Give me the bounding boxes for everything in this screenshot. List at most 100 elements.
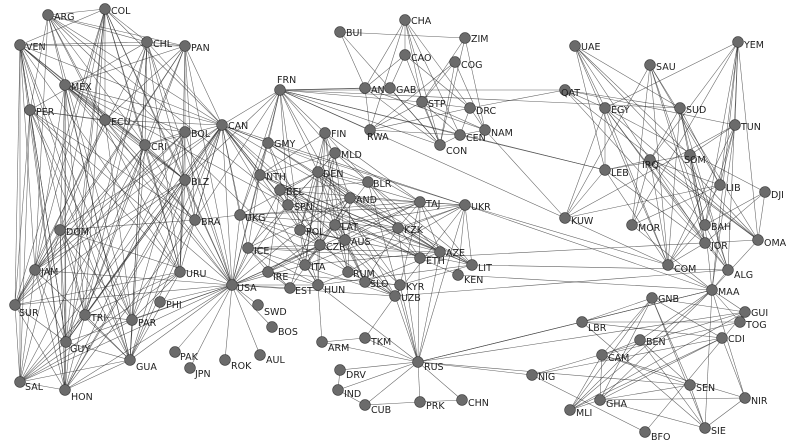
- edge-lit-kyr: [399, 264, 473, 286]
- edge-arg-per: [29, 14, 49, 111]
- edge-kuw-com: [564, 217, 669, 266]
- node-marker: [414, 396, 426, 408]
- edge-usa-chl: [146, 41, 233, 286]
- edge-maa-gui: [711, 289, 746, 313]
- edge-dom-par: [59, 229, 133, 321]
- edge-usa-jpn: [189, 284, 233, 369]
- edge-gnb-gui: [651, 297, 746, 313]
- node-label: DRC: [476, 106, 496, 117]
- edge-pan-cri: [144, 45, 186, 146]
- node-label: CZR: [326, 242, 346, 253]
- node-label: KEN: [464, 275, 483, 286]
- node-label: TAJ: [425, 199, 440, 210]
- node-label: QAT: [561, 88, 580, 99]
- edge-frn-uzb: [279, 89, 396, 297]
- node-cub: CUB: [359, 399, 391, 416]
- node-label: COG: [461, 60, 482, 71]
- node-marker: [184, 362, 196, 374]
- edge-usa-per: [29, 109, 233, 286]
- node-marker: [644, 59, 656, 71]
- edge-arg-jam: [34, 14, 49, 271]
- node-gab: GAB: [384, 82, 416, 96]
- edge-ben-sie: [639, 339, 706, 429]
- edge-nir-sie: [704, 397, 746, 429]
- node-ang: ANG: [359, 82, 392, 96]
- edge-frn-mld: [279, 89, 336, 154]
- node-tri: TRI: [79, 309, 106, 324]
- edge-jam-guy: [34, 269, 67, 343]
- edge-gha-sie: [599, 399, 706, 429]
- node-uru: URU: [174, 266, 207, 280]
- edge-taj-lit: [419, 201, 473, 266]
- node-marker: [364, 124, 376, 136]
- edge-drc-qat: [469, 89, 566, 109]
- edge-ukg-taj: [239, 201, 421, 216]
- node-nth: NTH: [254, 169, 286, 183]
- node-label: SUD: [686, 105, 706, 116]
- edge-nam-kuw: [484, 129, 566, 219]
- edge-col-dom: [59, 8, 106, 231]
- edge-pan-ecu: [104, 45, 186, 121]
- node-label: AUS: [351, 237, 370, 248]
- edge-taj-kyr: [399, 201, 421, 286]
- node-ukg: UKG: [234, 209, 266, 224]
- node-label: ALG: [734, 270, 753, 281]
- edge-tog-cam: [601, 321, 741, 356]
- node-marker: [626, 219, 638, 231]
- node-marker: [706, 284, 718, 296]
- edge-ven-pan: [19, 44, 186, 47]
- node-arm: ARM: [316, 336, 349, 354]
- node-sal: SAL: [14, 376, 44, 393]
- edge-uru-tri: [84, 271, 181, 316]
- edge-chl-per: [29, 41, 148, 111]
- edge-ven-jam: [19, 44, 36, 271]
- edge-gui-bfo: [644, 311, 746, 433]
- edge-uae-leb: [574, 45, 606, 171]
- node-marker: [399, 14, 411, 26]
- node-marker: [154, 296, 166, 308]
- node-label: BFO: [651, 432, 670, 443]
- node-marker: [359, 276, 371, 288]
- edge-uae-irq: [574, 45, 651, 161]
- edge-stp-nam: [421, 101, 486, 131]
- node-cri: CRI: [139, 139, 167, 153]
- edge-sud-lib: [679, 107, 721, 186]
- node-label: SAL: [25, 382, 44, 393]
- node-label: ECU: [111, 117, 131, 128]
- node-kzk: KZK: [392, 222, 424, 236]
- edge-fin-taj: [324, 132, 421, 203]
- node-col: COL: [99, 3, 131, 17]
- edge-den-slo: [317, 171, 366, 283]
- edge-stp-rwa: [369, 101, 423, 131]
- edge-cri-blz: [144, 144, 186, 181]
- edge-col-sur: [14, 8, 106, 306]
- node-sur: SUR: [9, 299, 39, 319]
- edge-arg-chl: [47, 14, 148, 43]
- node-label: LAT: [341, 222, 358, 233]
- edge-sur-guy: [14, 304, 67, 343]
- edge-bol-sur: [14, 131, 186, 306]
- node-marker: [234, 209, 246, 221]
- node-label: ITA: [311, 262, 326, 273]
- edge-yem-irq: [649, 41, 739, 161]
- node-marker: [179, 40, 191, 52]
- edge-rum-ukr: [347, 204, 466, 273]
- node-marker: [124, 354, 136, 366]
- node-label: TKM: [370, 337, 391, 348]
- node-ind: IND: [332, 384, 361, 400]
- node-label: KZK: [404, 225, 424, 236]
- edge-cam-nir: [601, 354, 746, 399]
- edge-frn-stp: [279, 89, 423, 103]
- node-mld: MLD: [329, 147, 362, 161]
- edge-rus-chn: [417, 361, 463, 401]
- node-alg: ALG: [722, 264, 753, 281]
- edge-sau-kuw: [564, 64, 651, 219]
- node-marker: [434, 139, 446, 151]
- edge-can-col: [104, 8, 223, 126]
- node-cao: CAO: [399, 49, 431, 64]
- edge-rus-taj: [417, 201, 421, 363]
- edge-usa-bol: [184, 131, 233, 286]
- node-label: UAE: [581, 42, 600, 53]
- node-stp: STP: [416, 96, 446, 110]
